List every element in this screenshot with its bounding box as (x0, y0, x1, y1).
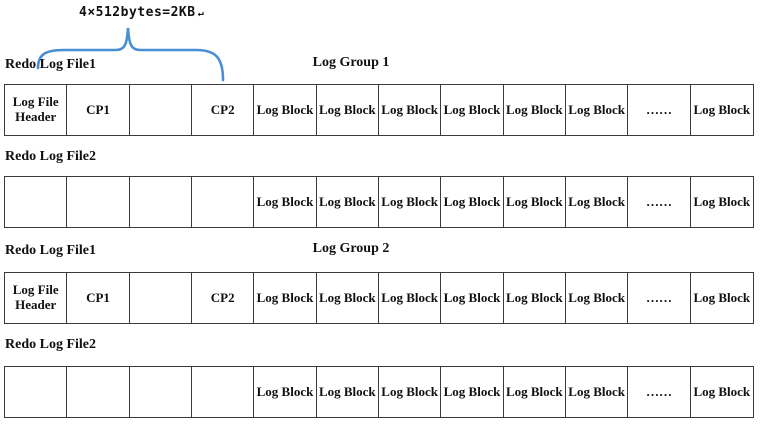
table-cell: Log Block (317, 177, 379, 227)
table-cell (5, 177, 68, 227)
table-cell (130, 177, 192, 227)
group1-file2-labels: Redo Log File2 (4, 149, 756, 169)
group2-file2-table: Log Block Log Block Log Block Log Block … (4, 366, 754, 418)
table-cell: Log Block (317, 273, 379, 323)
group1-file1-labels: Redo Log File1 Log Group 1 (4, 55, 756, 77)
table-cell: CP1 (67, 273, 130, 323)
table-cell: Log Block (566, 85, 629, 135)
table-cell: Log Block (379, 177, 442, 227)
table-cell: Log Block (693, 101, 751, 117)
table-cell: Log Block (693, 289, 751, 305)
table-cell (67, 367, 130, 417)
table-cell (130, 273, 192, 323)
table-cell: Log Block (504, 273, 566, 323)
table-cell: Log Block (504, 177, 566, 227)
group-title: Log Group 1 (312, 55, 390, 70)
group1-file1-table: Log File Header CP1 CP2 Log Block Log Bl… (4, 84, 754, 136)
table-cell: Log Block (693, 193, 751, 209)
group1-file2-table: Log Block Log Block Log Block Log Block … (4, 176, 754, 228)
table-cell: Log Block (254, 273, 317, 323)
table-cell: Log Block (566, 367, 629, 417)
table-cell: Log Block (504, 85, 566, 135)
size-annotation-text: 4×512bytes=2KB (79, 5, 196, 20)
table-cell: Log Block (254, 85, 317, 135)
table-cell: Log File Header (5, 85, 68, 135)
table-cell: Log Block (317, 85, 379, 135)
table-cell (67, 177, 130, 227)
table-cell (192, 367, 255, 417)
file-label: Redo Log File2 (5, 149, 96, 164)
file-label: Redo Log File2 (5, 337, 96, 352)
table-cell (130, 367, 192, 417)
table-cell-ellipsis: …… (628, 177, 691, 227)
table-cell: Log Block (441, 367, 504, 417)
table-cell: Log Block (566, 273, 629, 323)
table-cell: Log Block (441, 177, 504, 227)
file-label: Redo Log File1 (5, 243, 96, 258)
group2-file1-labels: Redo Log File1 Log Group 2 (4, 241, 756, 263)
group2-file1-table: Log File Header CP1 CP2 Log Block Log Bl… (4, 272, 754, 324)
table-cell: Log Block (441, 273, 504, 323)
file-label: Redo Log File1 (5, 57, 96, 72)
table-cell: Log Block (254, 367, 317, 417)
brace-path (36, 27, 225, 82)
group-title: Log Group 2 (312, 241, 390, 256)
brace-icon (36, 27, 225, 82)
table-cell: CP2 (192, 85, 255, 135)
table-cell: Log File Header (5, 273, 68, 323)
table-cell: Log Block (254, 177, 317, 227)
size-annotation: 4×512bytes=2KB↵ (79, 5, 204, 20)
table-cell: Log Block (693, 383, 751, 399)
table-cell: CP2 (192, 273, 255, 323)
table-cell: CP1 (67, 85, 130, 135)
table-cell-ellipsis: …… (628, 85, 691, 135)
group2-file2-labels: Redo Log File2 (4, 337, 756, 357)
table-cell: Log Block (379, 367, 442, 417)
table-cell (5, 367, 68, 417)
table-cell: Log Block (441, 85, 504, 135)
table-cell: Log Block (504, 367, 566, 417)
table-cell (130, 85, 192, 135)
table-cell: Log Block (566, 177, 629, 227)
table-cell: Log Block (379, 85, 442, 135)
table-cell (192, 177, 255, 227)
table-cell-ellipsis: …… (628, 367, 691, 417)
table-cell-ellipsis: …… (628, 273, 691, 323)
return-mark: ↵ (197, 8, 205, 19)
table-cell: Log Block (379, 273, 442, 323)
table-cell: Log Block (317, 367, 379, 417)
